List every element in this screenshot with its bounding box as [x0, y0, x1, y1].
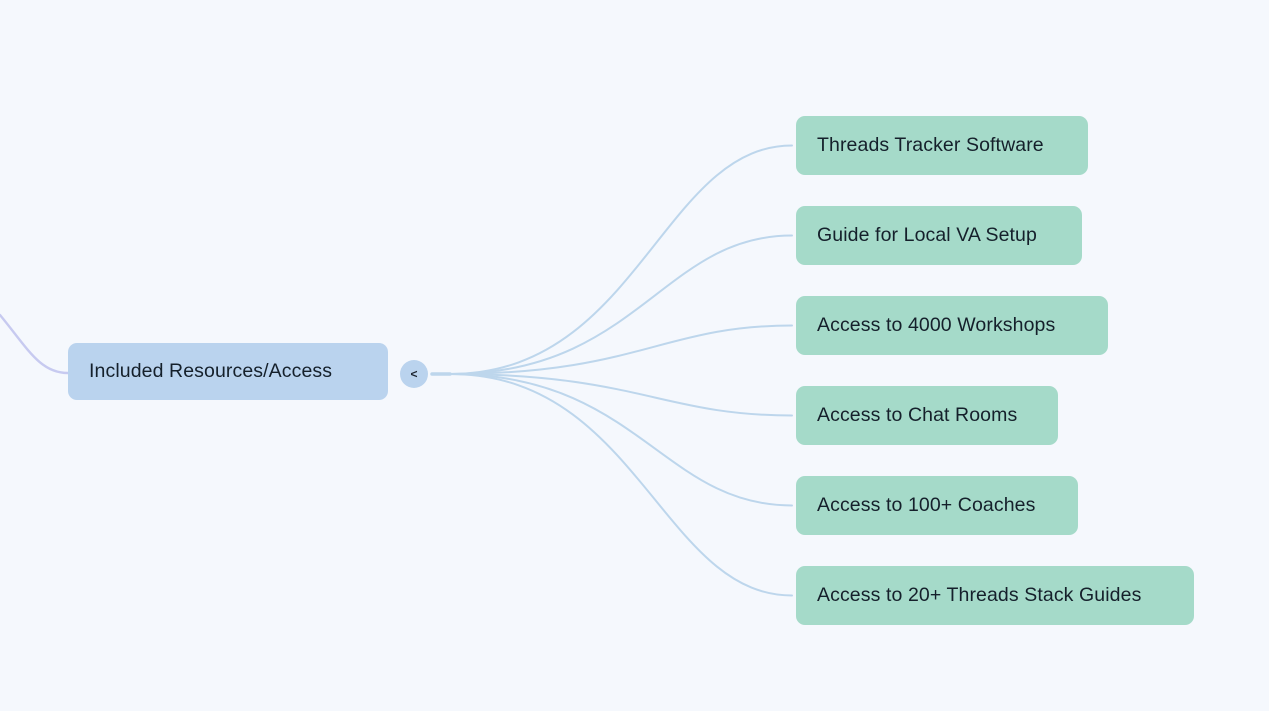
mindmap-node-parent[interactable]: Included Resources/Access: [68, 343, 388, 400]
mindmap-edge: [449, 373, 793, 597]
mindmap-edge: [449, 373, 793, 417]
mindmap-node-child[interactable]: Access to Chat Rooms: [796, 386, 1058, 445]
mindmap-node-child[interactable]: Threads Tracker Software: [796, 116, 1088, 175]
mindmap-edge: [449, 324, 793, 375]
child-node-label: Guide for Local VA Setup: [817, 223, 1037, 246]
child-node-label: Access to 100+ Coaches: [817, 493, 1036, 516]
child-node-label: Access to 20+ Threads Stack Guides: [817, 583, 1142, 606]
mindmap-node-child[interactable]: Access to 4000 Workshops: [796, 296, 1108, 355]
parent-node-label: Included Resources/Access: [89, 359, 333, 382]
mindmap-node-child[interactable]: Access to 20+ Threads Stack Guides: [796, 566, 1194, 625]
mindmap-edge: [449, 373, 793, 507]
collapse-button-label: <: [410, 367, 418, 381]
mindmap-node-child[interactable]: Guide for Local VA Setup: [796, 206, 1082, 265]
child-node-label: Access to Chat Rooms: [817, 403, 1018, 426]
child-node-label: Threads Tracker Software: [817, 133, 1044, 156]
child-node-label: Access to 4000 Workshops: [817, 313, 1056, 336]
mindmap-edge: [449, 234, 793, 375]
chevron-left-icon[interactable]: <: [400, 360, 428, 388]
mindmap-edge: [449, 144, 793, 375]
mindmap-node-child[interactable]: Access to 100+ Coaches: [796, 476, 1078, 535]
mindmap-incoming-edge: [0, 313, 70, 375]
